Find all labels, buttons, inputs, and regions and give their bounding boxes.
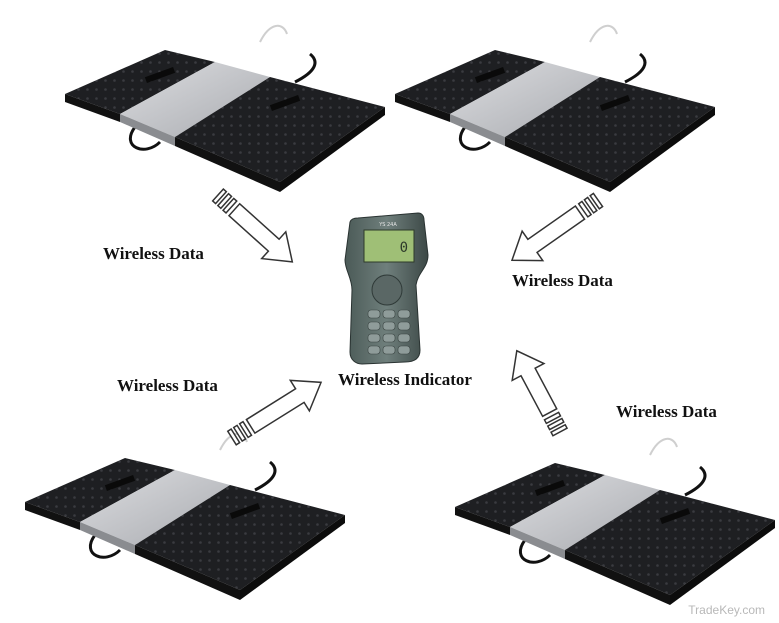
arrow-bottom-left [226,379,323,446]
watermark-text: TradeKey.com [688,603,765,617]
label-wireless-data-top-left: Wireless Data [103,244,204,263]
weighing-pad-top-right [393,24,717,194]
weighing-pad-bottom-right [453,437,777,607]
weighing-pad-top-left [63,24,387,194]
arrow-top-left [211,187,294,263]
label-wireless-indicator: Wireless Indicator [338,370,472,389]
weighing-pad-bottom-left [23,432,347,602]
arrow-bottom-right [511,349,569,437]
device-keypad [367,309,411,355]
label-wireless-data-bottom-right: Wireless Data [616,402,717,421]
device-screen [363,229,415,263]
wireless-indicator-device: 0 YS 24A [344,212,429,365]
arrow-top-right [510,192,604,262]
device-nav-pad [371,274,403,306]
device-screen-readout: 0 [400,240,408,256]
label-wireless-data-bottom-left: Wireless Data [117,376,218,395]
label-wireless-data-top-right: Wireless Data [512,271,613,290]
device-model-text: YS 24A [378,222,397,228]
